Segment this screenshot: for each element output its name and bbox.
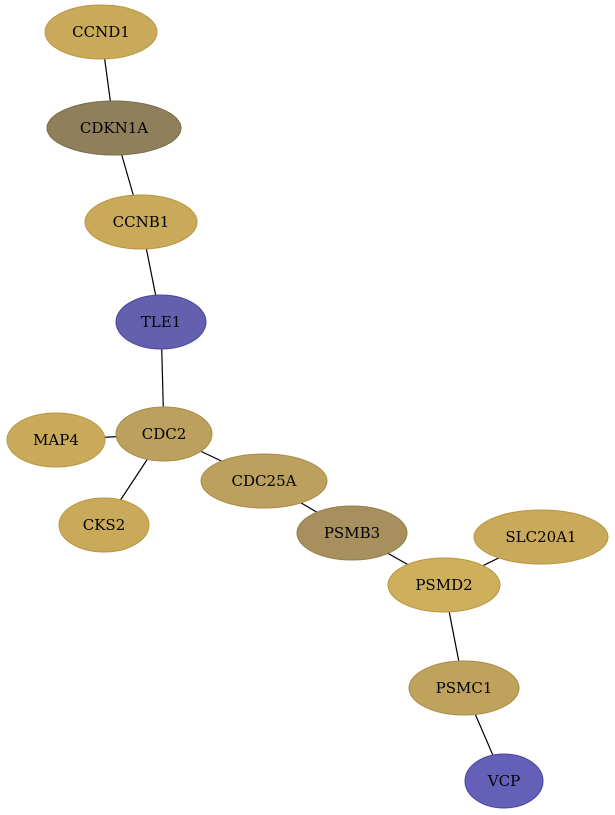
node-shape: [6, 412, 106, 468]
node-shape: [58, 497, 150, 553]
node-map4[interactable]: MAP4: [6, 412, 106, 468]
node-label: CDC25A: [232, 472, 297, 490]
node-psmb3[interactable]: PSMB3: [296, 505, 408, 561]
node-ccnb1[interactable]: CCNB1: [84, 194, 198, 250]
node-shape: [464, 753, 544, 809]
node-shape: [115, 294, 207, 350]
node-shape: [84, 194, 198, 250]
node-shape: [473, 509, 609, 565]
node-shape: [115, 406, 213, 462]
node-label: MAP4: [33, 431, 79, 449]
node-label: VCP: [487, 772, 520, 790]
node-shape: [200, 453, 328, 509]
node-shape: [387, 557, 501, 613]
node-cdkn1a[interactable]: CDKN1A: [46, 100, 182, 156]
node-label: CCNB1: [113, 213, 170, 231]
node-label: CDC2: [142, 425, 187, 443]
node-ccnd1[interactable]: CCND1: [44, 4, 158, 60]
node-label: CDKN1A: [80, 119, 148, 137]
node-tle1[interactable]: TLE1: [115, 294, 207, 350]
node-label: PSMD2: [415, 576, 472, 594]
node-shape: [296, 505, 408, 561]
node-shape: [408, 660, 520, 716]
node-slc20a1[interactable]: SLC20A1: [473, 509, 609, 565]
node-label: TLE1: [141, 313, 181, 331]
node-label: PSMC1: [436, 679, 493, 697]
node-cdc25a[interactable]: CDC25A: [200, 453, 328, 509]
node-label: CCND1: [72, 23, 130, 41]
node-label: PSMB3: [324, 524, 380, 542]
node-label: CKS2: [83, 516, 126, 534]
node-cks2[interactable]: CKS2: [58, 497, 150, 553]
node-label: SLC20A1: [505, 528, 576, 546]
node-vcp[interactable]: VCP: [464, 753, 544, 809]
node-shape: [46, 100, 182, 156]
node-psmc1[interactable]: PSMC1: [408, 660, 520, 716]
node-psmd2[interactable]: PSMD2: [387, 557, 501, 613]
node-cdc2[interactable]: CDC2: [115, 406, 213, 462]
node-shape: [44, 4, 158, 60]
